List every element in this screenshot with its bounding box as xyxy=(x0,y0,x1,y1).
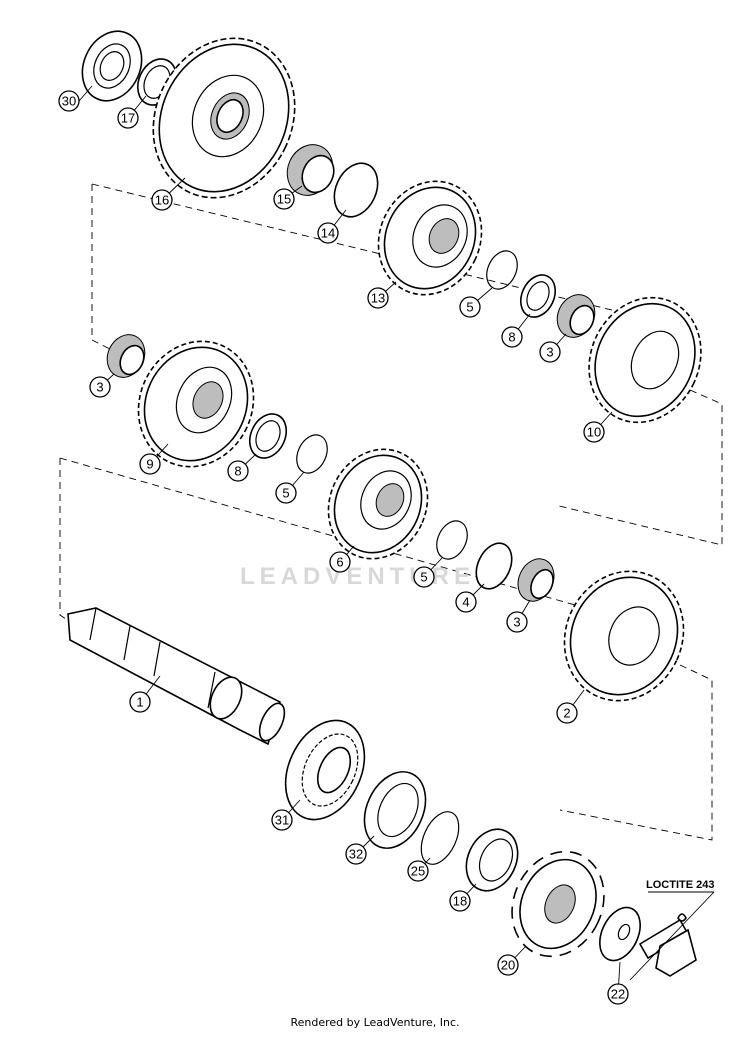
callout-17: 17 xyxy=(117,107,139,129)
svg-text:5: 5 xyxy=(466,300,473,315)
needle-bearing-15 xyxy=(286,144,335,196)
svg-text:3: 3 xyxy=(546,345,553,360)
washer-22 xyxy=(599,906,641,962)
svg-text:13: 13 xyxy=(371,291,385,306)
callout-20: 20 xyxy=(497,954,519,976)
circlip-5b xyxy=(296,434,328,474)
svg-text:9: 9 xyxy=(146,457,153,472)
svg-text:2: 2 xyxy=(563,706,570,721)
gear-6 xyxy=(327,448,429,560)
callout-2: 2 xyxy=(556,702,578,724)
bearing-31 xyxy=(284,719,366,821)
svg-text:16: 16 xyxy=(155,193,169,208)
callout-5a: 5 xyxy=(459,296,481,318)
gear-13 xyxy=(377,180,483,296)
svg-text:20: 20 xyxy=(501,958,515,973)
callout-1: 1 xyxy=(129,691,151,713)
callout-8a: 8 xyxy=(501,326,523,348)
circlip-5c xyxy=(436,520,468,560)
svg-text:30: 30 xyxy=(62,94,76,109)
callout-22: 22 xyxy=(607,983,629,1005)
needle-bearing-3a xyxy=(556,294,596,338)
washer-14 xyxy=(333,162,379,218)
svg-text:1: 1 xyxy=(136,695,143,710)
callout-16: 16 xyxy=(151,189,173,211)
callout-9: 9 xyxy=(139,453,161,475)
svg-text:8: 8 xyxy=(508,330,515,345)
callout-30: 30 xyxy=(58,90,80,112)
callout-32: 32 xyxy=(345,843,367,865)
callout-14: 14 xyxy=(317,222,339,244)
svg-text:10: 10 xyxy=(587,425,601,440)
callout-15: 15 xyxy=(273,188,295,210)
bolt xyxy=(638,913,697,977)
svg-text:14: 14 xyxy=(321,226,335,241)
spacer-18 xyxy=(465,828,519,892)
callout-18: 18 xyxy=(449,890,471,912)
callout-13: 13 xyxy=(367,287,389,309)
gear-2 xyxy=(563,570,685,702)
loctite-label: LOCTITE 243 xyxy=(646,879,714,891)
callout-5c: 5 xyxy=(413,566,435,588)
svg-text:4: 4 xyxy=(462,595,469,610)
svg-text:25: 25 xyxy=(411,864,425,879)
gear-16 xyxy=(152,37,296,199)
svg-text:8: 8 xyxy=(234,464,241,479)
sprocket-20 xyxy=(511,850,605,958)
callout-10: 10 xyxy=(583,421,605,443)
svg-text:18: 18 xyxy=(453,894,467,909)
callout-25: 25 xyxy=(407,860,429,882)
callout-5b: 5 xyxy=(275,482,297,504)
watermark: LEADVENTURE xyxy=(240,563,475,590)
svg-text:5: 5 xyxy=(420,570,427,585)
svg-text:31: 31 xyxy=(275,813,289,828)
callout-31: 31 xyxy=(271,809,293,831)
callout-3a: 3 xyxy=(539,341,561,363)
washer-8b xyxy=(248,413,288,459)
svg-text:6: 6 xyxy=(336,555,343,570)
bearing-30 xyxy=(81,30,143,102)
footer-credit: Rendered by LeadVenture, Inc. xyxy=(290,1016,460,1029)
svg-text:17: 17 xyxy=(121,111,135,126)
gear-10 xyxy=(588,296,702,424)
svg-text:32: 32 xyxy=(349,847,363,862)
svg-text:15: 15 xyxy=(277,192,291,207)
needle-bearing-3b xyxy=(106,334,146,378)
svg-text:3: 3 xyxy=(96,380,103,395)
callout-8b: 8 xyxy=(227,460,249,482)
needle-bearing-3c xyxy=(517,558,555,602)
callout-6: 6 xyxy=(329,551,351,573)
callout-4: 4 xyxy=(455,591,477,613)
svg-text:5: 5 xyxy=(282,486,289,501)
callout-3b: 3 xyxy=(89,376,111,398)
o-ring-25 xyxy=(420,811,460,865)
gear-9 xyxy=(137,340,255,468)
washer-8a xyxy=(519,274,557,318)
washer-4 xyxy=(475,542,513,590)
seal-32 xyxy=(363,771,427,849)
shaft-1 xyxy=(67,607,286,746)
svg-text:3: 3 xyxy=(513,615,520,630)
svg-text:22: 22 xyxy=(611,987,625,1002)
circlip-5a xyxy=(486,250,518,290)
callout-3c: 3 xyxy=(506,611,528,633)
